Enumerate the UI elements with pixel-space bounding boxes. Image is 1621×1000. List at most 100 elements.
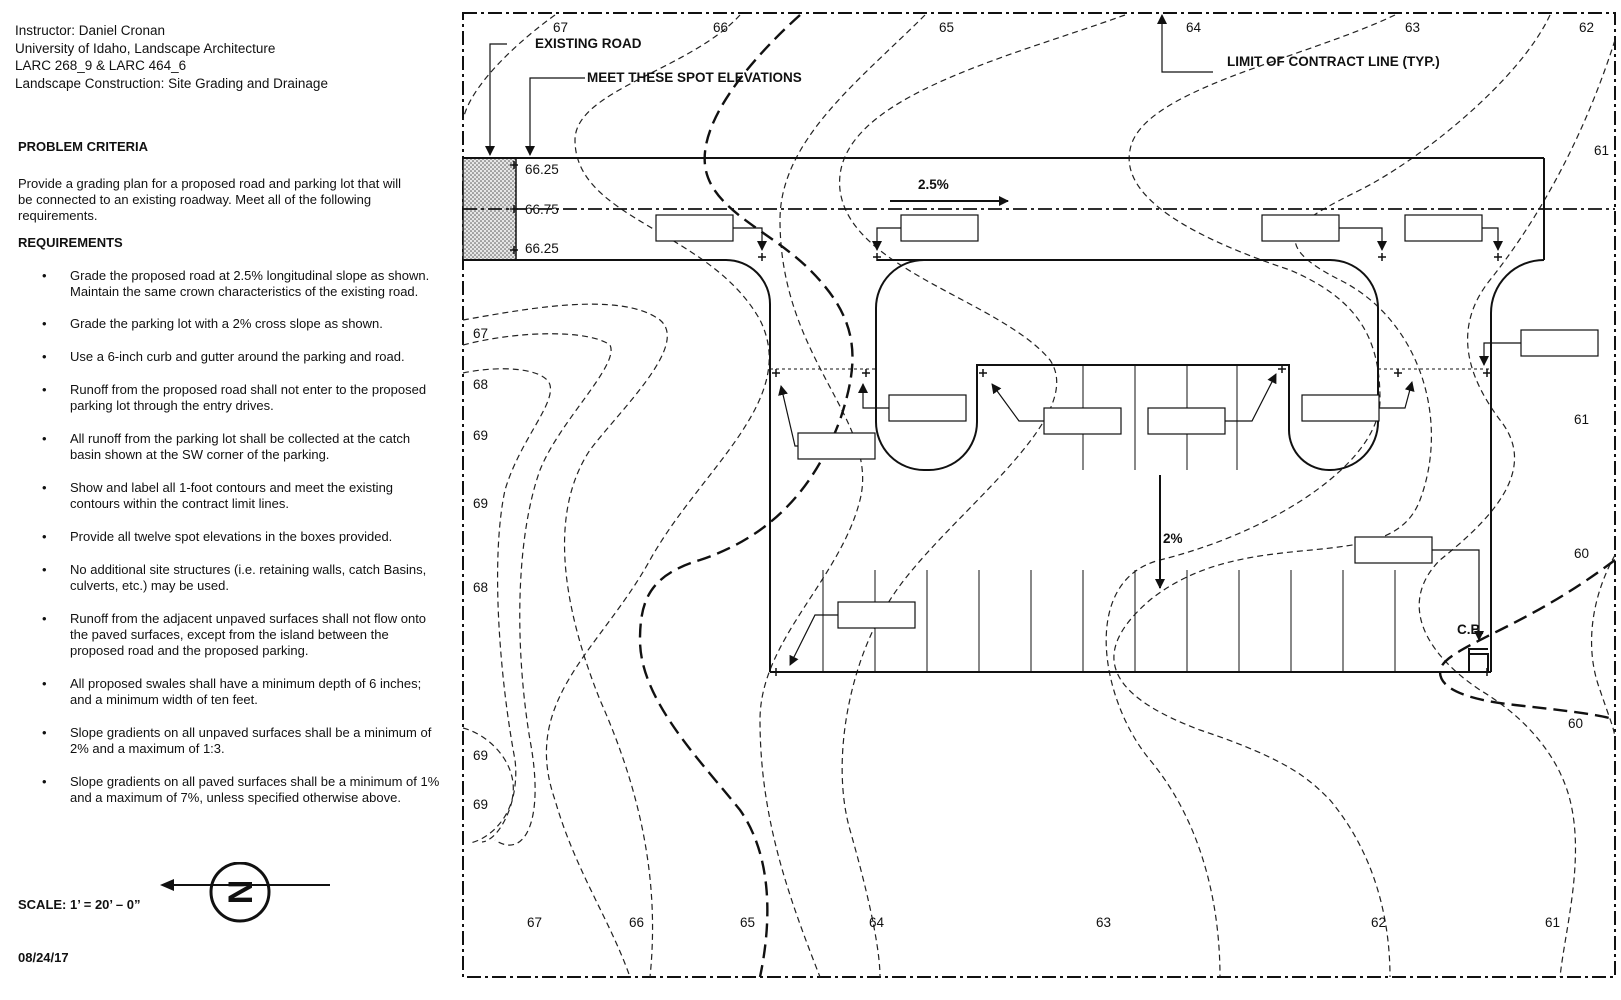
parking-slope-label: 2% xyxy=(1163,531,1183,546)
contour-line xyxy=(462,333,612,846)
leader-arrow xyxy=(1432,549,1484,641)
leader-arrow xyxy=(733,227,767,251)
leader-arrow xyxy=(778,385,798,447)
requirement-item: Grade the proposed road at 2.5% longitud… xyxy=(40,268,440,300)
leader-arrows xyxy=(485,14,1521,666)
leader-arrow xyxy=(858,383,889,409)
contour-line xyxy=(1105,14,1396,978)
requirements-list: Grade the proposed road at 2.5% longitud… xyxy=(40,268,440,806)
heavy-dashed-line xyxy=(638,14,854,978)
requirement-item: Provide all twelve spot elevations in th… xyxy=(40,529,440,545)
contour-label: 64 xyxy=(869,915,885,930)
course-title: Landscape Construction: Site Grading and… xyxy=(15,75,328,91)
contour-label: 68 xyxy=(473,580,488,595)
spot-mark xyxy=(1483,668,1491,676)
spot-mark xyxy=(862,369,870,377)
contour-line xyxy=(462,14,556,121)
contour-label: 66 xyxy=(629,915,644,930)
spot-elevation-box[interactable] xyxy=(1404,214,1483,242)
leader-arrow xyxy=(991,383,1044,422)
spot-elevation-box[interactable] xyxy=(1520,329,1599,357)
spot-elevation-box[interactable] xyxy=(655,214,734,242)
requirement-item: Runoff from the proposed road shall not … xyxy=(40,382,440,414)
requirements-heading: REQUIREMENTS xyxy=(18,235,123,250)
north-letter: N xyxy=(222,880,260,905)
contour-label: 63 xyxy=(1096,915,1111,930)
contour-line xyxy=(1590,554,1616,741)
existing-road-label: EXISTING ROAD xyxy=(535,36,642,51)
spot-mark xyxy=(1394,369,1402,377)
spot-elevation-box[interactable] xyxy=(888,394,967,422)
contour-label: 67 xyxy=(553,20,568,35)
north-arrow-icon: N xyxy=(160,862,330,923)
leader-arrow xyxy=(1479,342,1521,366)
existing-contours xyxy=(462,14,1616,978)
contour-label: 62 xyxy=(1579,20,1594,35)
requirement-item: Slope gradients on all paved surfaces sh… xyxy=(40,774,440,806)
requirement-item: Use a 6-inch curb and gutter around the … xyxy=(40,349,440,365)
spot-elevation-box[interactable] xyxy=(1354,536,1433,564)
course-numbers: LARC 268_9 & LARC 464_6 xyxy=(15,58,187,73)
contract-limit-frame xyxy=(462,12,1616,978)
contour-line xyxy=(545,14,770,978)
leader-arrow xyxy=(1157,14,1213,73)
spot-mark xyxy=(510,246,518,254)
contour-label: 65 xyxy=(740,915,755,930)
date-label: 08/24/17 xyxy=(18,950,69,965)
spot-elevation-box[interactable] xyxy=(1043,407,1122,435)
leader-arrow xyxy=(1379,381,1415,409)
contour-line xyxy=(462,303,668,978)
contour-label: 61 xyxy=(1545,915,1560,930)
spot-elevation-box[interactable] xyxy=(900,214,979,242)
parking-islands xyxy=(875,259,1379,472)
contour-label: 67 xyxy=(473,326,488,341)
requirement-item: Slope gradients on all unpaved surfaces … xyxy=(40,725,440,757)
contour-label: 69 xyxy=(473,748,488,763)
proposed-road xyxy=(463,157,1545,672)
spot-elevation-box[interactable] xyxy=(797,432,876,460)
contour-label: 67 xyxy=(527,915,542,930)
leader-arrow xyxy=(789,614,838,666)
leader-arrow xyxy=(872,227,901,251)
spot-mark xyxy=(1483,369,1491,377)
requirement-item: All runoff from the parking lot shall be… xyxy=(40,431,440,463)
contour-label: 65 xyxy=(939,20,954,35)
contour-label: 64 xyxy=(1186,20,1202,35)
spot-elevation-value: 66.25 xyxy=(525,162,559,177)
contour-label: 62 xyxy=(1371,915,1386,930)
requirement-item: Show and label all 1-foot contours and m… xyxy=(40,480,440,512)
spot-elevation-box[interactable] xyxy=(837,601,916,629)
road-edge xyxy=(1490,259,1545,672)
spot-elevation-boxes[interactable] xyxy=(655,214,1599,629)
title-block: Instructor: Daniel Cronan University of … xyxy=(15,22,328,92)
spot-mark xyxy=(1494,253,1502,261)
spot-mark xyxy=(979,369,987,377)
contour-label: 69 xyxy=(473,797,488,812)
university-line: University of Idaho, Landscape Architect… xyxy=(15,40,276,56)
spot-elevation-box[interactable] xyxy=(1301,394,1380,422)
contour-label: 63 xyxy=(1405,20,1420,35)
spot-mark xyxy=(510,161,518,169)
criteria-panel: Instructor: Daniel Cronan University of … xyxy=(0,0,450,1000)
parking-lot xyxy=(770,365,1491,673)
spot-mark xyxy=(510,205,518,213)
contour-line xyxy=(1418,39,1616,978)
catch-basin-symbol xyxy=(1468,653,1489,673)
spot-mark xyxy=(1378,253,1386,261)
contour-line xyxy=(759,14,926,978)
road-edge xyxy=(463,259,771,672)
heavy-dashed-grading-lines xyxy=(638,14,1616,978)
contour-line xyxy=(462,727,514,844)
contour-label: 66 xyxy=(713,20,728,35)
leader-arrow xyxy=(485,43,507,156)
spot-mark xyxy=(772,369,780,377)
spot-mark xyxy=(772,668,780,676)
spot-mark xyxy=(1278,365,1286,373)
scale-label: SCALE: 1’ = 20’ – 0” xyxy=(18,897,141,912)
meet-spot-elevations-label: MEET THESE SPOT ELEVATIONS xyxy=(587,70,802,85)
spot-elevation-box[interactable] xyxy=(1261,214,1340,242)
spot-elevation-box[interactable] xyxy=(1147,407,1226,435)
contour-label: 61 xyxy=(1594,143,1609,158)
heavy-dashed-line xyxy=(1438,559,1616,722)
